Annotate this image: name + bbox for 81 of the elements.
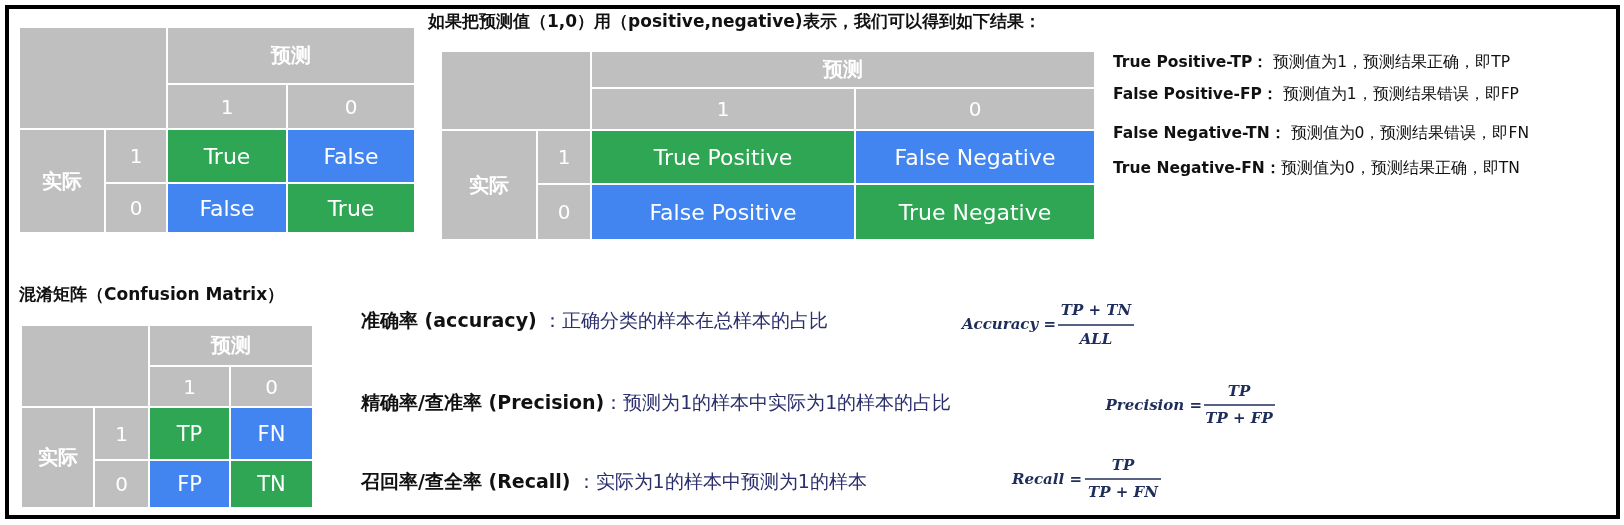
numerator: TP + TN xyxy=(1060,301,1132,319)
denominator: TP + FP xyxy=(1205,409,1273,427)
cell-text: 实际 xyxy=(469,171,509,199)
header-cell xyxy=(167,84,287,129)
header-cell xyxy=(591,88,855,130)
correct-cell xyxy=(230,460,313,508)
cell-text: True xyxy=(327,195,375,221)
heading: 如果把预测值（1,0）用（positive,negative)表示，我们可以得到如下结果： xyxy=(428,9,1041,33)
header-cell xyxy=(105,183,167,233)
cell-text: 1 xyxy=(115,421,128,446)
correct-cell xyxy=(855,184,1095,240)
cell-text: 1 xyxy=(557,145,571,169)
cell-text: 预测 xyxy=(211,332,251,359)
definition-text: False Negative-TN： 预测值为0，预测结果错误，即FN xyxy=(1113,122,1529,144)
formula-text: Accuracy = xyxy=(961,315,1056,333)
cell-text: FP xyxy=(177,472,202,496)
metric-definition: 准确率 (accuracy) ：正确分类的样本在总样本的占比 xyxy=(361,308,828,333)
cell-text: 1 xyxy=(183,374,196,399)
header-cell xyxy=(105,129,167,183)
cell-text: True Negative xyxy=(898,199,1052,225)
header-cell xyxy=(94,460,149,508)
definition-text: True Positive-TP： 预测值为1，预测结果正确，即TP xyxy=(1113,51,1511,73)
cell-text: False Negative xyxy=(894,144,1056,170)
cell-text: 预测 xyxy=(823,56,863,83)
denominator: ALL xyxy=(1079,330,1113,348)
correct-cell xyxy=(287,183,415,233)
header-cell xyxy=(855,88,1095,130)
cell-text: TN xyxy=(257,472,286,496)
cell-text: 实际 xyxy=(37,444,78,471)
cell-text: 0 xyxy=(265,374,278,399)
header-cell xyxy=(19,129,105,233)
header-cell xyxy=(441,130,537,240)
cell-text: False xyxy=(323,143,379,169)
header-cell xyxy=(167,27,415,84)
header-cell xyxy=(149,325,313,366)
blank-cell xyxy=(21,325,149,407)
correct-cell xyxy=(591,130,855,184)
error-cell xyxy=(230,407,313,460)
header-cell xyxy=(287,84,415,129)
cell-text: 1 xyxy=(129,144,143,168)
cell-text: 0 xyxy=(557,200,571,224)
error-cell xyxy=(591,184,855,240)
error-cell xyxy=(287,129,415,183)
cell-text: 实际 xyxy=(42,167,82,195)
cell-text: True Positive xyxy=(653,144,793,170)
blank-cell xyxy=(441,51,591,130)
header-cell xyxy=(94,407,149,460)
cell-text: False xyxy=(199,195,255,221)
metric-definition: 精确率/查准率 (Precision)：预测为1的样本中实际为1的样本的占比 xyxy=(361,390,952,415)
metric-definition: 召回率/查全率 (Recall) ：实际为1的样本中预测为1的样本 xyxy=(361,469,867,494)
definition-text: True Negative-FN：预测值为0，预测结果正确，即TN xyxy=(1113,157,1520,179)
formula-text: Precision = xyxy=(1105,396,1202,414)
cell-text: TP xyxy=(176,421,203,446)
definition-text: False Positive-FP： 预测值为1，预测结果错误，即FP xyxy=(1113,83,1519,105)
cell-text: 0 xyxy=(115,472,128,496)
heading: 混淆矩阵（Confusion Matrix） xyxy=(19,282,285,306)
correct-cell xyxy=(167,129,287,183)
cell-text: 1 xyxy=(220,94,234,119)
cell-text: 1 xyxy=(716,97,730,121)
cell-text: 0 xyxy=(968,97,982,121)
numerator: TP xyxy=(1111,456,1135,474)
cell-text: 0 xyxy=(344,94,358,119)
header-cell xyxy=(149,366,230,407)
error-cell xyxy=(855,130,1095,184)
cell-text: False Positive xyxy=(649,199,797,225)
header-cell xyxy=(21,407,94,508)
cell-text: 0 xyxy=(129,196,143,220)
error-cell xyxy=(149,460,230,508)
formula-text: Recall = xyxy=(1011,470,1082,488)
blank-cell xyxy=(19,27,167,129)
header-cell xyxy=(591,51,1095,88)
cell-text: FN xyxy=(257,421,286,446)
header-cell xyxy=(230,366,313,407)
error-cell xyxy=(167,183,287,233)
header-cell xyxy=(537,184,591,240)
denominator: TP + FN xyxy=(1088,483,1158,501)
correct-cell xyxy=(149,407,230,460)
numerator: TP xyxy=(1227,382,1251,400)
cell-text: 预测 xyxy=(271,42,311,69)
cell-text: True xyxy=(203,143,251,169)
header-cell xyxy=(537,130,591,184)
